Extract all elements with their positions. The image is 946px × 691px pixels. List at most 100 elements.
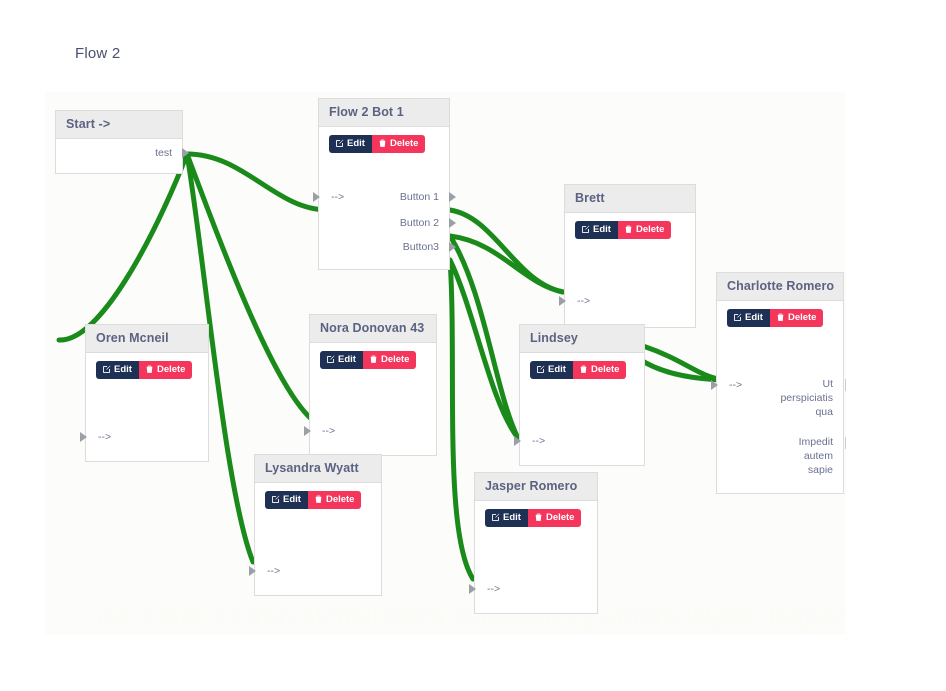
delete-button-label: Delete bbox=[380, 354, 410, 365]
port-label: test bbox=[155, 147, 172, 159]
canvas-watermark: Flow 2 Bot 1 Oren Mcneil Nora Donovan Ly… bbox=[75, 601, 844, 631]
node-body: Edit Delete --> bbox=[304, 343, 436, 455]
port-in[interactable]: --> bbox=[469, 579, 597, 599]
port-in[interactable]: --> bbox=[249, 561, 381, 581]
trash-icon bbox=[624, 225, 633, 234]
delete-button-label: Delete bbox=[156, 364, 186, 375]
node-body: Edit Delete --> bbox=[514, 353, 644, 465]
node-title: Brett bbox=[565, 185, 695, 213]
edit-button[interactable]: Edit bbox=[727, 309, 770, 327]
delete-button[interactable]: Delete bbox=[527, 509, 582, 527]
port-out-test[interactable]: test bbox=[56, 143, 189, 163]
port-marker-right-icon[interactable] bbox=[845, 436, 846, 449]
delete-button[interactable]: Delete bbox=[362, 351, 417, 369]
port-marker-left-icon[interactable] bbox=[711, 379, 718, 390]
port-list: --> bbox=[514, 431, 644, 465]
node-charlotte-romero[interactable]: Charlotte Romero Edit Delete bbox=[711, 272, 846, 494]
port-list: --> Button 1 Button 2 Button3 bbox=[313, 187, 456, 269]
port-out-button-3[interactable]: Button3 bbox=[319, 237, 456, 257]
node-oren-mcneil[interactable]: Oren Mcneil Edit Delete bbox=[80, 324, 209, 462]
trash-icon bbox=[145, 365, 154, 374]
edit-button[interactable]: Edit bbox=[575, 221, 618, 239]
port-out-impedit-autem[interactable]: Impedit autem sapie bbox=[717, 433, 846, 479]
node-spacer bbox=[310, 369, 436, 413]
port-marker-right-icon[interactable] bbox=[449, 241, 456, 252]
port-out-button-1[interactable]: Button 1 bbox=[319, 187, 456, 207]
edge-button3-to-jasper bbox=[447, 257, 476, 582]
port-label: Button 1 bbox=[399, 190, 439, 203]
port-in[interactable]: --> bbox=[514, 431, 644, 451]
port-marker-right-icon[interactable] bbox=[845, 378, 846, 391]
edit-button[interactable]: Edit bbox=[485, 509, 528, 527]
node-spacer bbox=[475, 527, 597, 571]
port-marker-left-icon[interactable] bbox=[80, 431, 87, 442]
node-body: Edit Delete --> bbox=[249, 483, 381, 595]
node-title: Flow 2 Bot 1 bbox=[319, 99, 449, 127]
node-jasper-romero[interactable]: Jasper Romero Edit Delete bbox=[469, 472, 598, 614]
node-start[interactable]: Start -> test bbox=[55, 110, 189, 174]
delete-button-label: Delete bbox=[635, 224, 665, 235]
port-in[interactable]: --> bbox=[711, 375, 846, 395]
edge-button3-to-lindsey bbox=[447, 257, 521, 441]
node-title: Start -> bbox=[56, 111, 182, 139]
port-marker-right-icon[interactable] bbox=[182, 148, 189, 158]
edit-button-label: Edit bbox=[745, 312, 763, 323]
port-marker-left-icon[interactable] bbox=[559, 295, 566, 306]
node-body: Edit Delete --> B bbox=[313, 127, 456, 269]
port-label: --> bbox=[577, 294, 591, 307]
port-marker-left-icon[interactable] bbox=[304, 425, 311, 436]
port-marker-left-icon[interactable] bbox=[249, 565, 256, 576]
edit-button[interactable]: Edit bbox=[320, 351, 363, 369]
port-out-ut-perspiciatis[interactable]: Ut perspiciatis qua bbox=[717, 375, 846, 421]
edge-lindsey-to-charlotte bbox=[640, 343, 728, 383]
edit-button[interactable]: Edit bbox=[329, 135, 372, 153]
page-title: Flow 2 bbox=[75, 45, 121, 62]
pencil-square-icon bbox=[326, 355, 335, 364]
port-label: --> bbox=[532, 434, 546, 447]
node-body: Edit Delete --> bbox=[559, 213, 695, 327]
edge-start-to-oren bbox=[56, 151, 190, 343]
port-marker-right-icon[interactable] bbox=[449, 191, 456, 202]
edit-button-label: Edit bbox=[347, 138, 365, 149]
delete-button-label: Delete bbox=[787, 312, 817, 323]
delete-button[interactable]: Delete bbox=[307, 491, 362, 509]
port-label: --> bbox=[331, 190, 345, 203]
edit-button[interactable]: Edit bbox=[96, 361, 139, 379]
port-marker-left-icon[interactable] bbox=[469, 583, 476, 594]
node-actions: Edit Delete bbox=[717, 301, 843, 327]
port-in[interactable]: --> bbox=[559, 291, 695, 311]
port-label: --> bbox=[487, 582, 501, 595]
port-list: --> bbox=[249, 561, 381, 595]
delete-button[interactable]: Delete bbox=[371, 135, 426, 153]
node-actions: Edit Delete bbox=[319, 127, 449, 153]
delete-button[interactable]: Delete bbox=[572, 361, 627, 379]
node-flow2bot1[interactable]: Flow 2 Bot 1 Edit Delete bbox=[313, 98, 456, 270]
port-in[interactable]: --> bbox=[304, 421, 436, 441]
node-nora-donovan[interactable]: Nora Donovan 43 Edit Delete bbox=[304, 314, 437, 456]
port-in[interactable]: --> bbox=[80, 427, 208, 447]
port-marker-left-icon[interactable] bbox=[514, 435, 521, 446]
port-marker-right-icon[interactable] bbox=[449, 217, 456, 228]
edit-button[interactable]: Edit bbox=[265, 491, 308, 509]
port-in[interactable]: --> bbox=[313, 187, 461, 207]
delete-button[interactable]: Delete bbox=[138, 361, 193, 379]
node-lindsey[interactable]: Lindsey Edit Delete bbox=[514, 324, 645, 466]
delete-button[interactable]: Delete bbox=[769, 309, 824, 327]
edit-button-label: Edit bbox=[593, 224, 611, 235]
node-title: Lysandra Wyatt bbox=[255, 455, 381, 483]
edit-button-label: Edit bbox=[503, 512, 521, 523]
delete-button-label: Delete bbox=[545, 512, 575, 523]
port-list: test bbox=[56, 143, 189, 173]
delete-button[interactable]: Delete bbox=[617, 221, 672, 239]
delete-button-label: Delete bbox=[389, 138, 419, 149]
edit-button-label: Edit bbox=[114, 364, 132, 375]
pencil-square-icon bbox=[536, 365, 545, 374]
port-marker-left-icon[interactable] bbox=[313, 191, 320, 202]
node-brett[interactable]: Brett Edit Delete bbox=[559, 184, 696, 328]
node-lysandra-wyatt[interactable]: Lysandra Wyatt Edit Delete bbox=[249, 454, 382, 596]
port-out-button-2[interactable]: Button 2 bbox=[319, 213, 456, 233]
node-title: Charlotte Romero bbox=[717, 273, 843, 301]
edit-button[interactable]: Edit bbox=[530, 361, 573, 379]
flow-canvas[interactable]: Flow 2 Bot 1 Oren Mcneil Nora Donovan Ly… bbox=[45, 92, 846, 634]
